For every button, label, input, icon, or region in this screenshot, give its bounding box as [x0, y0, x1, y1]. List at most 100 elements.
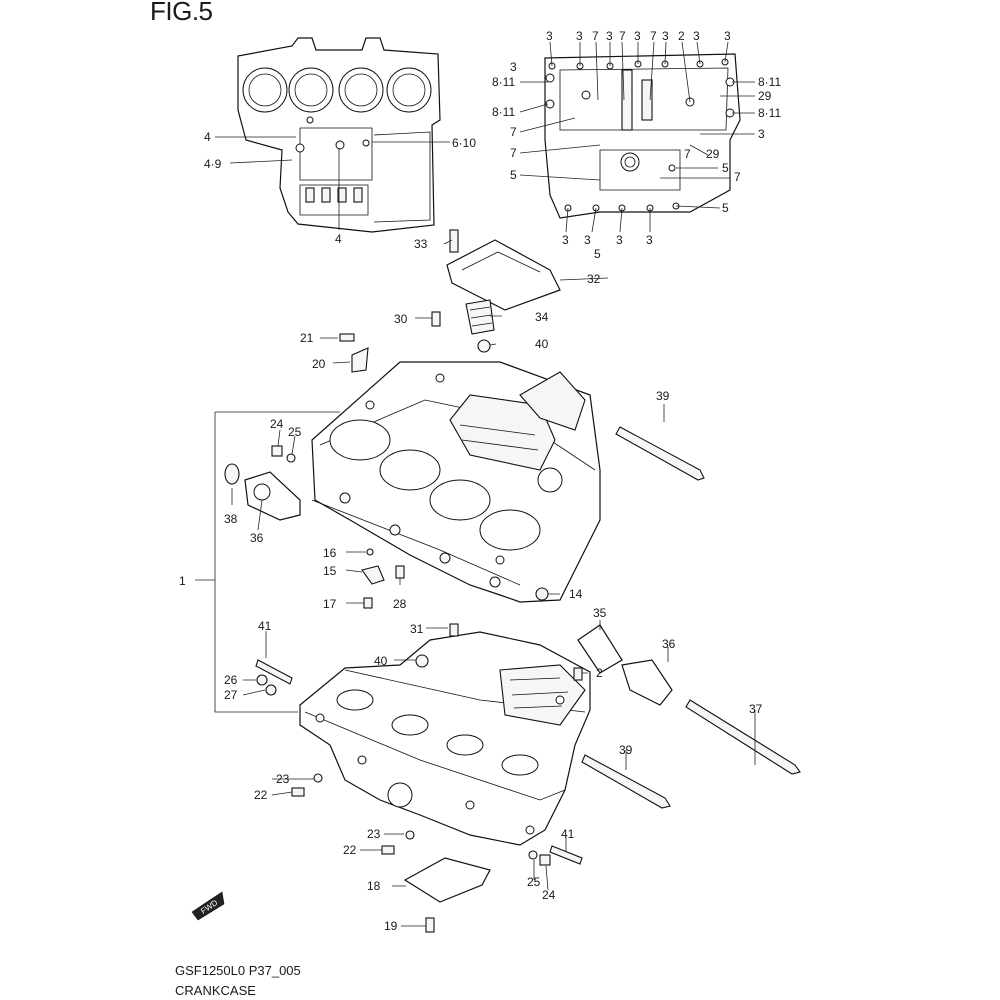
- callout-28: 28: [393, 597, 407, 611]
- callout-ul-4: 4: [204, 130, 211, 144]
- nut-40-lower: [415, 654, 429, 668]
- callout-18: 18: [367, 879, 381, 893]
- callout-32: 32: [587, 272, 601, 286]
- nozzle-28: [395, 565, 405, 579]
- bolt-39-upper: [615, 426, 705, 481]
- callout-ur-5-b: 5: [594, 247, 601, 261]
- callout-21: 21: [300, 331, 314, 345]
- callout-27: 27: [224, 688, 238, 702]
- callout-ur-3-t4: 3: [634, 29, 641, 43]
- callout-23-lower: 23: [367, 827, 381, 841]
- callout-ul-6-10: 6·10: [452, 136, 476, 150]
- washer-23-lower: [405, 830, 415, 840]
- callout-39-lower: 39: [619, 743, 633, 757]
- callout-25-upper: 25: [288, 425, 302, 439]
- callout-35: 35: [593, 606, 607, 620]
- washer-25-lower: [528, 850, 538, 860]
- bolt-22-upper: [291, 787, 305, 797]
- plug-24-upper: [271, 445, 283, 457]
- figure-title: FIG.5: [150, 0, 213, 26]
- diagram-name: CRANKCASE: [175, 983, 256, 998]
- washer-27: [265, 684, 277, 696]
- callout-40-upper: 40: [535, 337, 549, 351]
- callout-ur-7-l1: 7: [510, 125, 517, 139]
- callout-ur-8-11-l1: 8·11: [492, 75, 515, 89]
- callout-19: 19: [384, 919, 398, 933]
- washer-23-upper: [313, 773, 323, 783]
- bolt-41-left: [255, 659, 293, 685]
- upper-crankcase: [311, 361, 601, 603]
- callout-ur-5-r1: 5: [722, 161, 729, 175]
- bolt-33: [449, 229, 459, 253]
- callout-ur-7-r2: 7: [734, 170, 741, 184]
- callout-41-left: 41: [258, 619, 272, 633]
- callout-ur-3-r1: 3: [758, 127, 765, 141]
- plug-24-lower: [539, 854, 551, 866]
- inset-lower-crankcase: [519, 41, 755, 233]
- housing-36-right: [621, 659, 673, 706]
- callout-2: 2: [596, 666, 603, 680]
- ring-16: [366, 548, 374, 556]
- nut-40-upper: [477, 339, 491, 353]
- callout-ur-2-t: 2: [678, 29, 685, 43]
- callout-37: 37: [749, 702, 763, 716]
- callout-ur-3-t6: 3: [693, 29, 700, 43]
- fwd-arrow-icon: [191, 891, 225, 921]
- bolt-21: [339, 333, 355, 342]
- callout-20: 20: [312, 357, 326, 371]
- callout-38: 38: [224, 512, 238, 526]
- lower-crankcase: [299, 631, 591, 846]
- washer-25-upper: [286, 453, 296, 463]
- callout-ur-3-t7: 3: [724, 29, 731, 43]
- callout-34: 34: [535, 310, 549, 324]
- callout-17: 17: [323, 597, 337, 611]
- callout-ur-8-11-r2: 8·11: [758, 106, 781, 120]
- plug-14: [535, 587, 549, 601]
- diagram-code: GSF1250L0 P37_005: [175, 963, 301, 978]
- dowel-2: [573, 667, 583, 681]
- callout-ur-8-11-l2: 8·11: [492, 105, 515, 119]
- callout-ur-29-r1: 29: [758, 89, 772, 103]
- callout-36-left: 36: [250, 531, 264, 545]
- callout-31: 31: [410, 622, 424, 636]
- callout-ur-3-b3: 3: [616, 233, 623, 247]
- callout-ur-3-t1: 3: [546, 29, 553, 43]
- callout-15: 15: [323, 564, 337, 578]
- callout-ur-3-b2: 3: [584, 233, 591, 247]
- bolt-41-right: [549, 845, 583, 865]
- callout-ur-3-t3: 3: [606, 29, 613, 43]
- seal-38: [224, 463, 240, 485]
- callout-22-upper: 22: [254, 788, 268, 802]
- dowel-31: [449, 623, 459, 637]
- cover-32: [446, 239, 561, 311]
- callout-1: 1: [179, 574, 186, 588]
- bolt-22-lower: [381, 845, 395, 855]
- callout-ur-3-b4: 3: [646, 233, 653, 247]
- callout-ul-4-bottom: 4: [335, 232, 342, 246]
- callout-25-lower: 25: [527, 875, 541, 889]
- callout-36-right: 36: [662, 637, 676, 651]
- callout-ur-7-t2: 7: [619, 29, 626, 43]
- callout-16: 16: [323, 546, 337, 560]
- callout-ur-7-t1: 7: [592, 29, 599, 43]
- dowel-30: [431, 311, 441, 327]
- callout-39-upper: 39: [656, 389, 670, 403]
- callout-ur-8-11-r1: 8·11: [758, 75, 781, 89]
- callout-ur-3-t5: 3: [662, 29, 669, 43]
- bolt-39-lower: [581, 754, 671, 809]
- callout-22-lower: 22: [343, 843, 357, 857]
- callout-ur-7-r1: 7: [684, 147, 691, 161]
- inset-upper-crankcase: [215, 37, 450, 233]
- callout-ur-3-t2: 3: [576, 29, 583, 43]
- callout-41-right: 41: [561, 827, 575, 841]
- callout-ur-5-r2: 5: [722, 201, 729, 215]
- bolt-37: [685, 699, 801, 775]
- callout-ul-4-9: 4·9: [204, 157, 222, 171]
- callout-14: 14: [569, 587, 583, 601]
- bolt-17: [363, 597, 373, 609]
- callout-40-lower: 40: [374, 654, 388, 668]
- pipe-35: [577, 624, 623, 674]
- bracket-20: [351, 347, 369, 373]
- callout-24-upper: 24: [270, 417, 284, 431]
